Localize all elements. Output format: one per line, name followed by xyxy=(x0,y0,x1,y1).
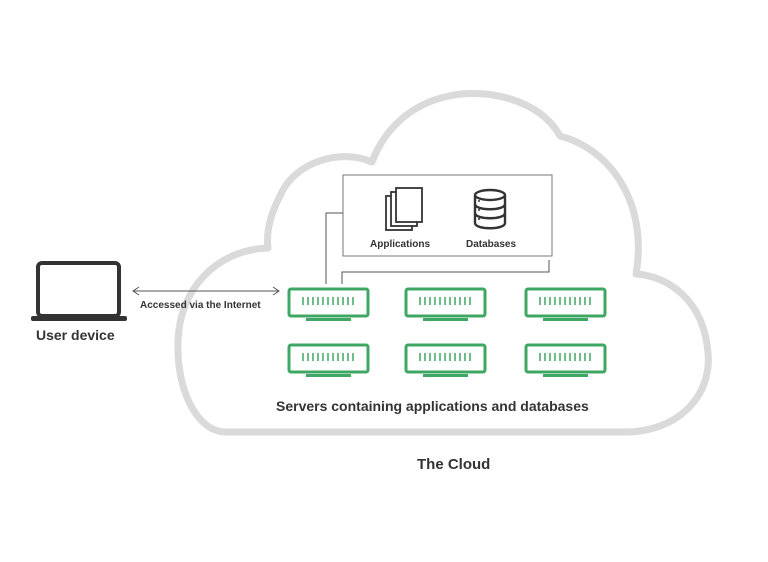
server-grid xyxy=(287,287,607,377)
server-icon xyxy=(524,287,607,321)
server-icon xyxy=(524,343,607,377)
laptop-icon xyxy=(31,261,127,321)
applications-label: Applications xyxy=(370,239,431,250)
server-icon xyxy=(404,287,487,321)
cloud-outline xyxy=(174,90,712,436)
connector-lines xyxy=(325,212,550,284)
server-icon xyxy=(287,343,370,377)
documents-icon xyxy=(385,187,423,231)
databases-label: Databases xyxy=(466,239,517,250)
server-icon xyxy=(404,343,487,377)
internet-access-label: Accessed via the Internet xyxy=(140,300,261,311)
user-device-label: User device xyxy=(36,327,115,343)
apps-db-box xyxy=(342,174,553,257)
server-icon xyxy=(287,287,370,321)
internet-arrow xyxy=(132,286,280,296)
servers-label: Servers containing applications and data… xyxy=(276,398,589,414)
database-icon xyxy=(473,188,507,230)
cloud-label: The Cloud xyxy=(417,456,491,473)
